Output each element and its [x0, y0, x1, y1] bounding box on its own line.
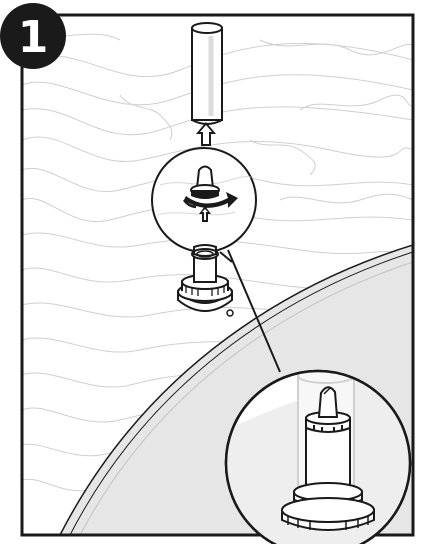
zoom-detail-callout: [224, 369, 412, 544]
up-arrow-icon: [196, 122, 216, 146]
rotate-arrow-icon: [182, 192, 238, 209]
frame-border: [20, 13, 415, 537]
rotate-detail-callout: [151, 147, 257, 253]
callout-lines: [219, 249, 281, 373]
cap-knob: [305, 386, 351, 433]
release-knob: [190, 165, 220, 199]
inner-stem: [305, 427, 351, 493]
step-number: 1: [18, 12, 49, 63]
fitting-collar: [281, 482, 375, 531]
step-badge: 1: [0, 3, 66, 69]
fitting-base: [177, 244, 234, 317]
cylinder-tube: [191, 22, 223, 125]
small-up-arrow-icon: [199, 206, 211, 222]
